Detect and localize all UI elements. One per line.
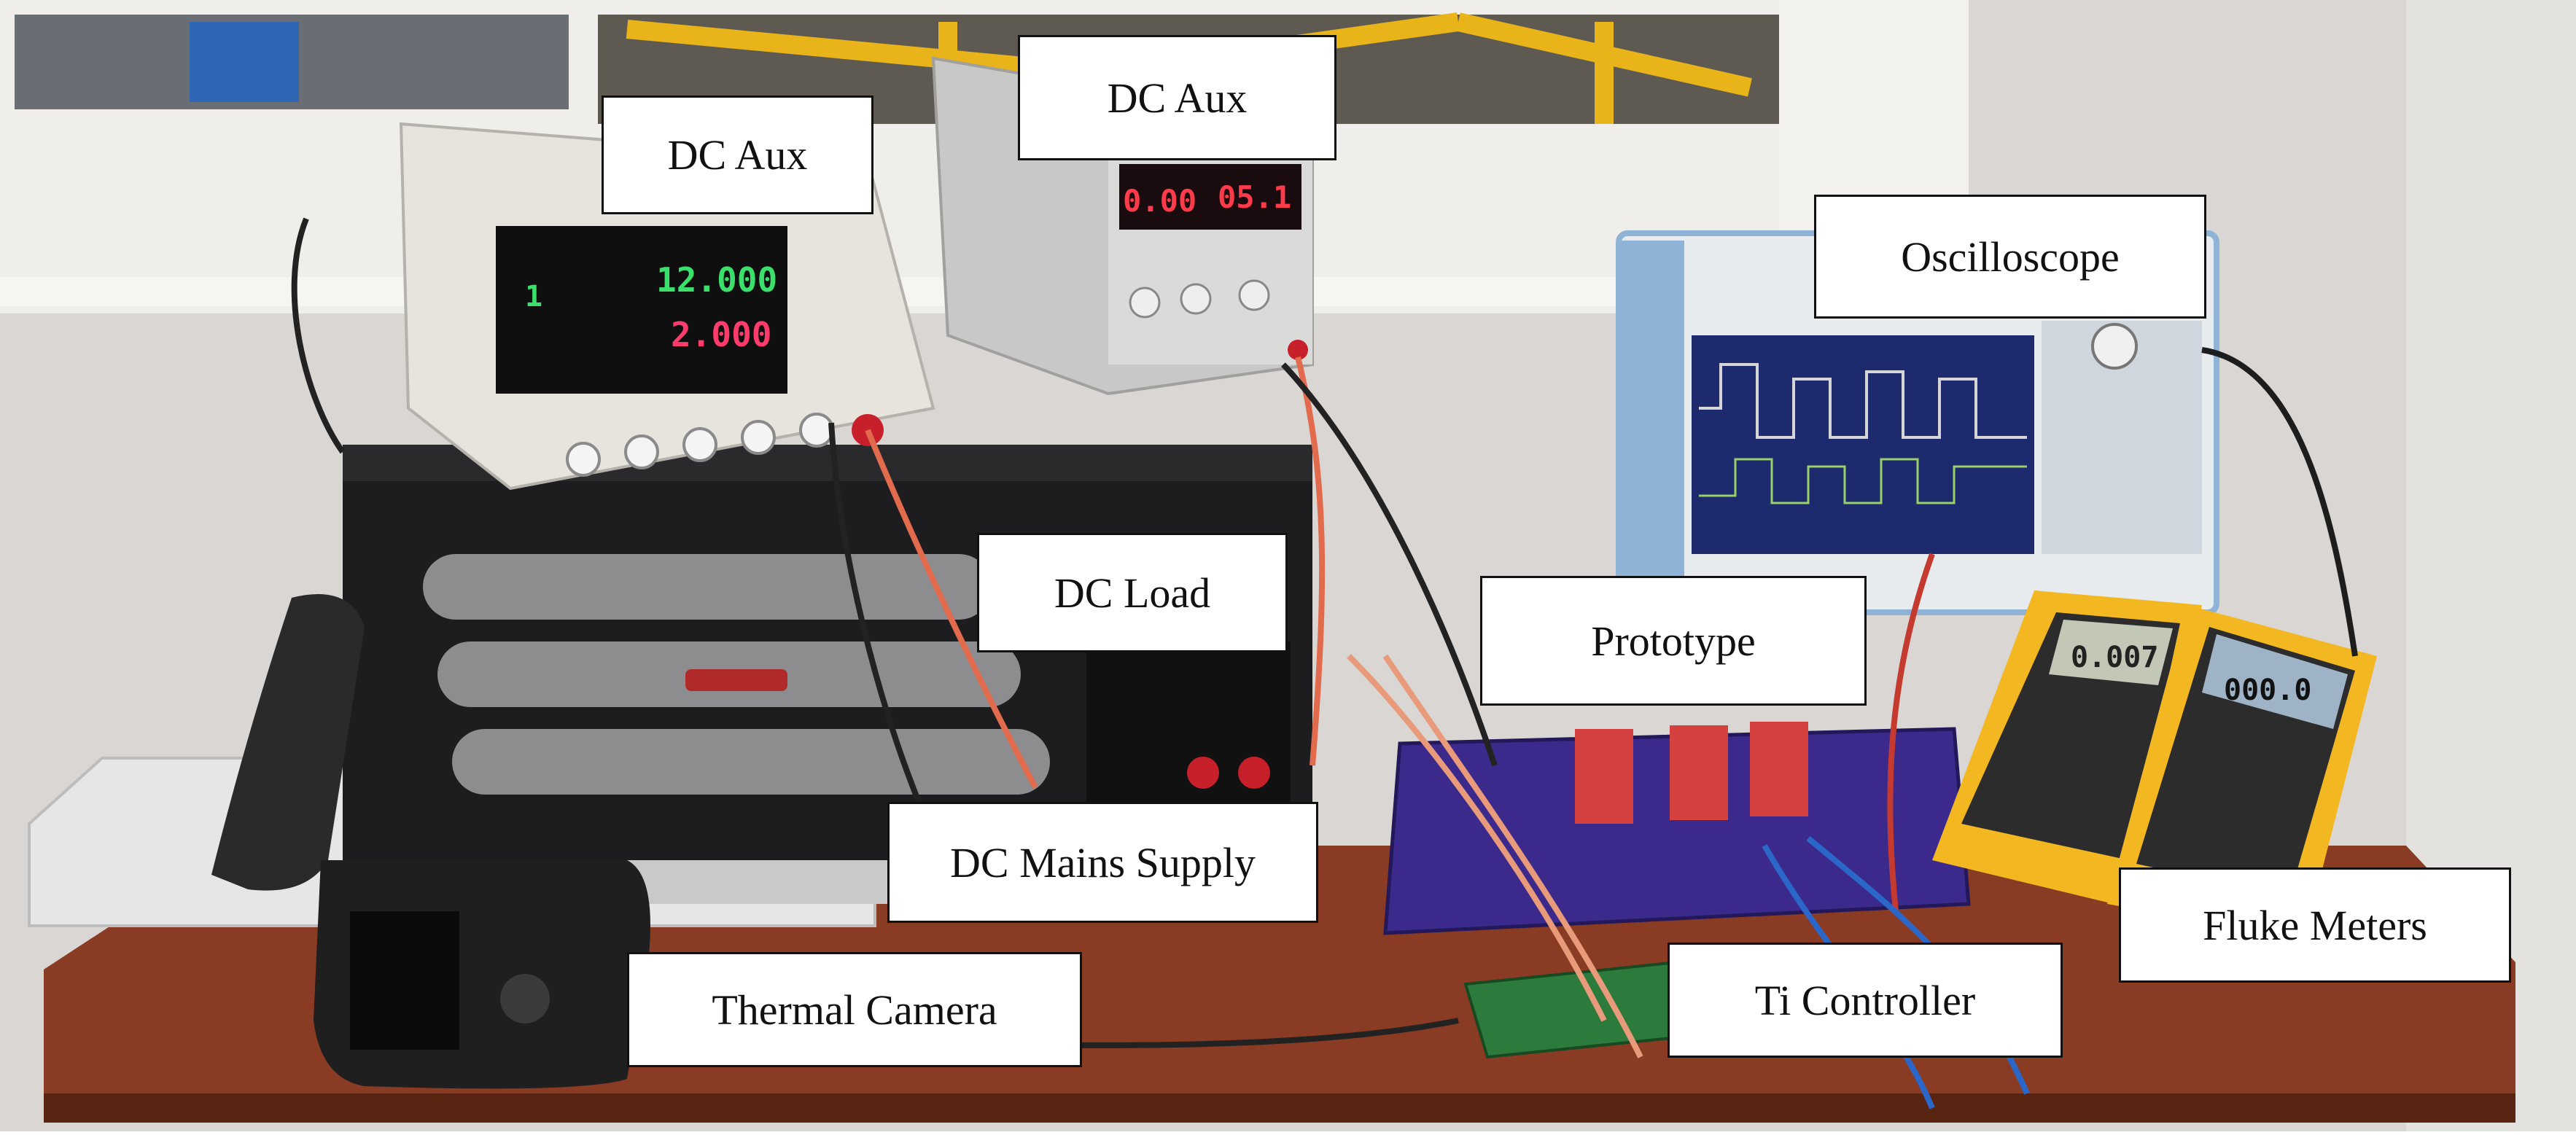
aux-left-channel-display: 1 [525, 280, 542, 313]
file-box [190, 22, 299, 102]
thermal-camera-button [500, 974, 550, 1023]
label-fluke-meters: Fluke Meters [2119, 867, 2511, 983]
aux-left-lower-display: 2.000 [671, 315, 771, 354]
label-oscilloscope: Oscilloscope [1814, 195, 2206, 319]
thermal-camera-screen [350, 911, 459, 1050]
aux-left-upper-display: 12.000 [656, 260, 777, 300]
scope-waveform-2 [1699, 458, 2027, 504]
dc-load-terminal-red-2 [1238, 757, 1270, 789]
aux-right-terminal [1288, 340, 1308, 360]
prototype-capacitors [1575, 722, 1808, 824]
desk-edge [44, 1093, 2515, 1123]
label-dc-mains-supply: DC Mains Supply [887, 802, 1318, 923]
dc-load-grille-3 [452, 729, 1050, 795]
label-prototype: Prototype [1480, 576, 1867, 706]
fluke-meter-left-display: 0.007 [2071, 641, 2158, 674]
fluke-meter-left-screen [2049, 620, 2173, 685]
label-dc-aux-left: DC Aux [602, 95, 873, 214]
aux-left-screen [496, 226, 787, 394]
dc-load-badge [685, 669, 787, 691]
dc-load-grille-1 [423, 554, 992, 620]
label-dc-load: DC Load [977, 533, 1288, 652]
aux-right-knob-3 [1238, 279, 1270, 311]
aux-left-knobs [566, 413, 834, 477]
scope-waveform-1 [1699, 363, 2027, 439]
aux-right-voltage-display: 05.1 [1218, 179, 1291, 215]
scope-side [1619, 241, 1684, 620]
thermal-camera-handle [211, 594, 365, 891]
scope-knob [2091, 323, 2138, 370]
aux-right-knob-2 [1180, 283, 1212, 315]
aux-right-knob-1 [1129, 286, 1161, 319]
dc-load-terminal-red-1 [1187, 757, 1219, 789]
aux-right-current-display: 0.00 [1123, 183, 1196, 219]
label-ti-controller: Ti Controller [1668, 943, 2063, 1058]
fluke-meter-right-screen [2202, 634, 2348, 729]
aux-right-screen [1119, 164, 1301, 230]
label-dc-aux-right: DC Aux [1018, 35, 1336, 160]
label-thermal-camera: Thermal Camera [627, 952, 1082, 1067]
fluke-meter-right-display: 000.0 [2224, 674, 2311, 707]
scope-screen [1692, 335, 2034, 554]
